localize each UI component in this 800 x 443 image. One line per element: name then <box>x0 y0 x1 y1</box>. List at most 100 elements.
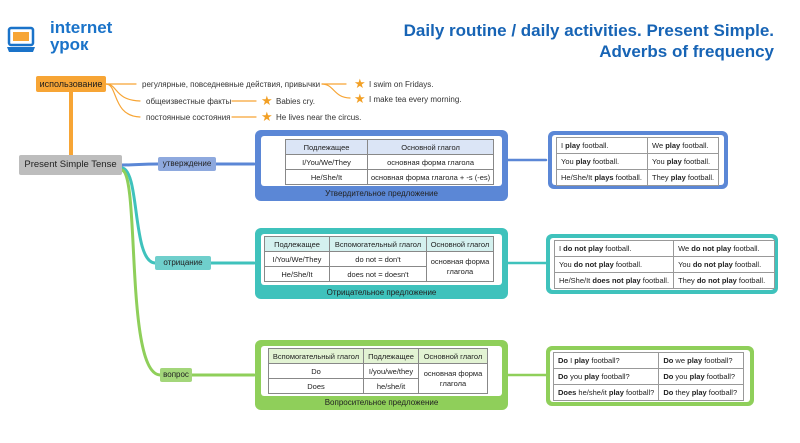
example-verb: play <box>565 141 581 150</box>
example-verb: do not play <box>573 260 614 269</box>
table-cell: He/She/It <box>285 169 368 185</box>
example-verb: Do <box>663 388 674 397</box>
usage-example: I make tea every morning. <box>369 95 462 104</box>
example-text: football. <box>613 260 643 269</box>
example-cell: Do they play football? <box>658 384 745 401</box>
example-verb: do not play <box>691 244 732 253</box>
usage-item: общеизвестные факты <box>146 97 232 106</box>
example-cell: We do not play football. <box>673 240 776 257</box>
example-text: they <box>673 388 692 397</box>
example-text: You <box>678 260 693 269</box>
table-cell: основная форма глагола <box>426 251 494 282</box>
example-text: We <box>678 244 692 253</box>
logo-text: internet урок <box>50 19 112 53</box>
example-verb: play <box>584 372 600 381</box>
example-verb: play <box>666 157 682 166</box>
star-icon: ★ <box>261 109 273 124</box>
table-cell: Do <box>268 363 364 379</box>
example-text: I <box>559 244 564 253</box>
example-text: football. <box>680 141 709 150</box>
example-text: They <box>652 173 671 182</box>
example-verb: play <box>670 173 686 182</box>
example-verb: do not play <box>696 276 737 285</box>
question-examples-table: Do I play football? Do we play football?… <box>552 352 745 401</box>
question-table: Вспомогательный глагол Подлежащее Основн… <box>268 348 488 394</box>
negative-table: Подлежащее Вспомогательный глагол Основн… <box>264 236 494 282</box>
table-cell: основная форма глагола + -s (-es) <box>366 169 495 185</box>
affirmative-examples-frame: I play football. We play football. You p… <box>548 131 728 189</box>
example-text: He/She/It <box>559 276 593 285</box>
example-cell: Do you play football? <box>658 368 745 385</box>
example-verb: Do <box>663 356 674 365</box>
frame-caption: Отрицательное предложение <box>326 288 437 297</box>
example-cell: Do you play football? <box>552 368 660 385</box>
example-cell: I do not play football. <box>553 240 675 257</box>
table-header: Подлежащее <box>285 139 368 155</box>
star-icon: ★ <box>354 91 366 106</box>
example-text: You <box>559 260 574 269</box>
example-text: We <box>652 141 666 150</box>
example-cell: I play football. <box>556 137 648 154</box>
table-cell: основная форма глагола <box>366 154 495 170</box>
example-cell: They play football. <box>646 169 720 186</box>
example-text: football. <box>613 173 642 182</box>
example-verb: does not play <box>592 276 641 285</box>
frame-caption: Утвердительное предложение <box>325 189 438 198</box>
example-text: football. <box>590 157 620 166</box>
table-header: Подлежащее <box>363 348 419 364</box>
example-verb: do not play <box>563 244 604 253</box>
star-icon: ★ <box>354 76 366 91</box>
laptop-logo-icon <box>7 26 35 52</box>
usage-item: постоянные состояния <box>146 113 231 122</box>
example-cell: You play football. <box>556 153 648 170</box>
star-icon: ★ <box>261 93 273 108</box>
table-cell: I/You/We/They <box>285 154 368 170</box>
example-cell: We play football. <box>646 137 720 154</box>
affirmative-examples-table: I play football. We play football. You p… <box>556 137 720 186</box>
example-text: They <box>678 276 697 285</box>
example-text: I <box>561 141 566 150</box>
example-verb: Do <box>663 372 674 381</box>
example-text: You <box>561 157 576 166</box>
branch-question: вопрос <box>160 368 192 382</box>
usage-example: Babies cry. <box>276 97 315 106</box>
example-cell: You do not play football. <box>673 256 776 273</box>
example-verb: Does <box>558 388 577 397</box>
table-cell: I/you/we/they <box>363 363 419 379</box>
table-cell: Does <box>268 378 364 394</box>
example-connector <box>321 83 351 99</box>
example-text: football? <box>706 388 738 397</box>
negative-frame: Подлежащее Вспомогательный глагол Основн… <box>255 228 508 299</box>
table-header: Основной глагол <box>418 348 488 364</box>
example-verb: play <box>608 388 624 397</box>
example-verb: play <box>575 157 591 166</box>
question-examples-frame: Do I play football? Do we play football?… <box>546 346 754 406</box>
usage-item-connector <box>105 83 141 118</box>
example-cell: You play football. <box>646 153 720 170</box>
example-verb: play <box>691 388 707 397</box>
table-cell: He/She/It <box>264 266 330 282</box>
title-line1: Daily routine / daily activities. Presen… <box>403 21 774 40</box>
example-text: you <box>673 372 690 381</box>
branch-negative: отрицание <box>155 256 211 270</box>
example-text: I <box>568 356 575 365</box>
example-text: football. <box>732 260 762 269</box>
example-cell: He/She/It does not play football. <box>553 272 675 289</box>
example-text: He/She/It <box>561 173 595 182</box>
example-text: he/she/it <box>576 388 609 397</box>
root-affirmative-connector <box>120 162 160 167</box>
example-verb: play <box>574 356 590 365</box>
example-cell: You do not play football. <box>553 256 675 273</box>
example-text: football. <box>681 157 711 166</box>
table-cell: does not = doesn't <box>329 266 427 282</box>
example-verb: Do <box>558 372 568 381</box>
example-text: football. <box>685 173 715 182</box>
table-header: Основной глагол <box>366 139 495 155</box>
affirmative-frame: Подлежащее Основной глагол I/You/We/They… <box>255 130 508 201</box>
example-text: football? <box>589 356 620 365</box>
branch-affirmative: утверждение <box>158 157 216 171</box>
example-text: football. <box>731 244 760 253</box>
table-header: Вспомогательный глагол <box>268 348 364 364</box>
usage-example: He lives near the circus. <box>276 113 362 122</box>
example-text: you <box>568 372 585 381</box>
